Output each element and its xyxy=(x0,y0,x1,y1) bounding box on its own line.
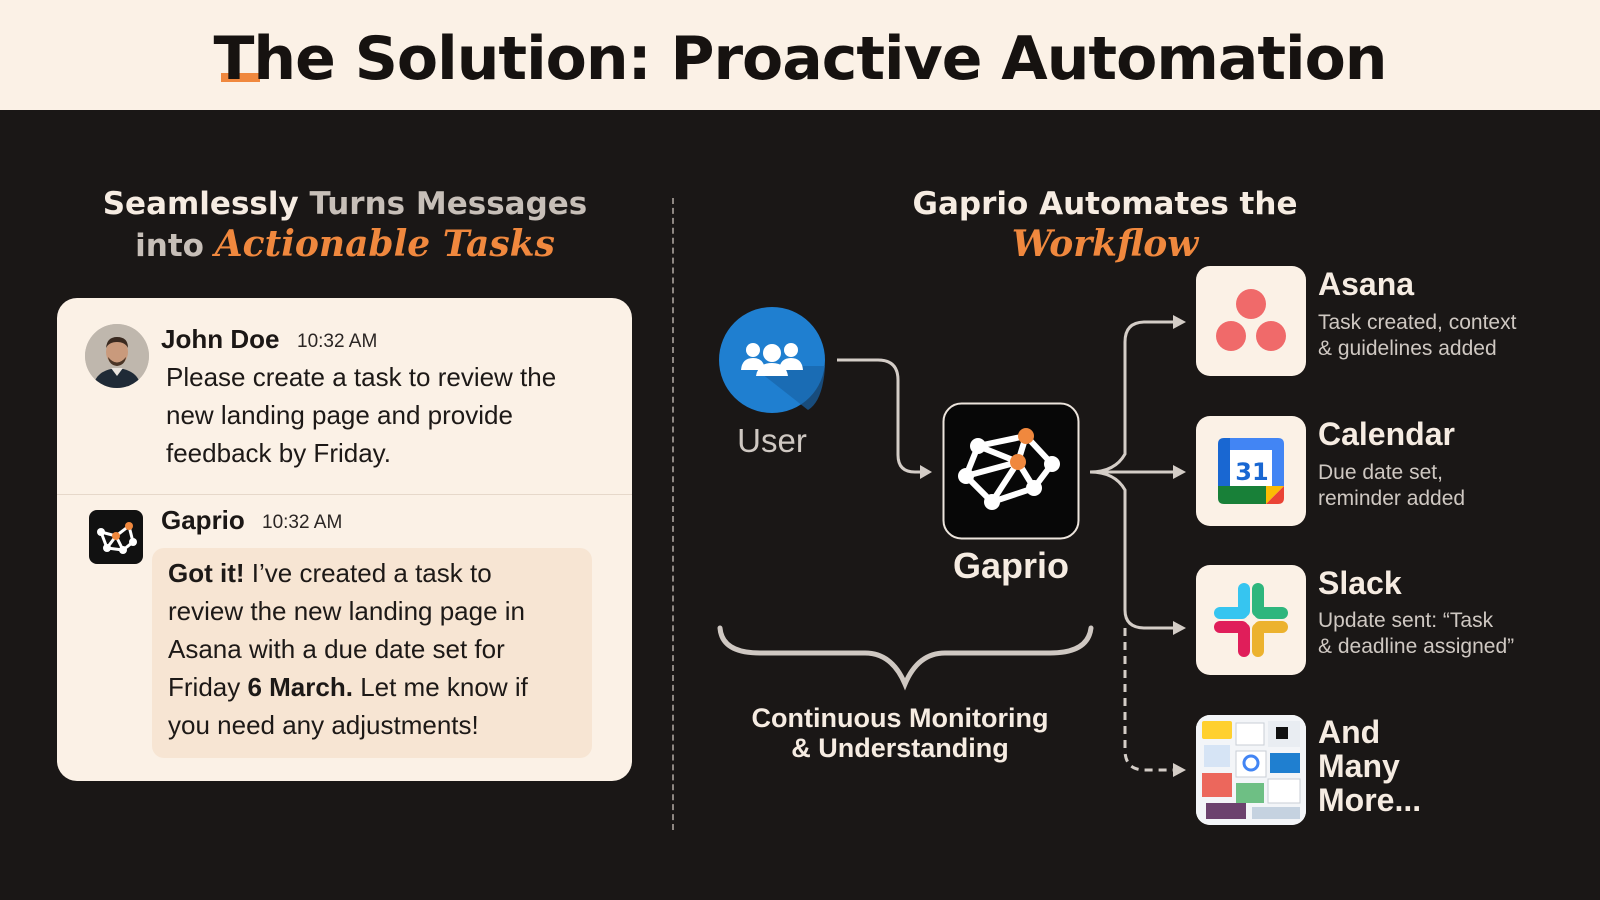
message-2-body: Got it! I’ve created a task to review th… xyxy=(168,554,588,744)
right-title-script: Workflow xyxy=(1011,223,1199,265)
asana-icon xyxy=(1216,289,1286,351)
slack-tile xyxy=(1196,565,1306,675)
more-apps-line: And xyxy=(1318,714,1381,750)
more-apps-tile xyxy=(1196,715,1306,825)
person-avatar-icon xyxy=(85,324,149,388)
gaprio-hub-icon xyxy=(942,402,1080,540)
calendar-desc-line: Due date set, xyxy=(1318,461,1443,484)
reply-bold-lead: Got it! xyxy=(168,558,245,588)
message-1-line: Please create a task to review the xyxy=(166,362,557,392)
more-apps-line: More... xyxy=(1318,782,1422,818)
calendar-tile: 31 xyxy=(1196,416,1306,526)
title-accent-bar xyxy=(221,73,260,82)
calendar-description: Due date set, reminder added xyxy=(1318,460,1465,512)
user-group-icon xyxy=(719,307,825,413)
reply-line-1: I’ve created a task to xyxy=(244,558,492,588)
page-title: The Solution: Proactive Automation xyxy=(213,24,1387,94)
right-panel-title: Gaprio Automates the Workflow xyxy=(820,184,1390,266)
reply-line-4-post: Let me know if xyxy=(352,672,528,702)
google-calendar-icon: 31 xyxy=(1218,438,1284,504)
reply-line-4-pre: Friday xyxy=(168,672,248,702)
left-title-muted-2: into xyxy=(135,228,204,264)
calendar-name: Calendar xyxy=(1318,416,1455,452)
left-title-script: Actionable Tasks xyxy=(214,223,555,265)
asana-name: Asana xyxy=(1318,266,1415,302)
calendar-desc-line: reminder added xyxy=(1318,487,1466,510)
message-1-line: feedback by Friday. xyxy=(166,438,391,468)
message-divider xyxy=(57,494,632,495)
left-title-muted-1: Turns Messages xyxy=(309,186,588,222)
header-banner: The Solution: Proactive Automation xyxy=(0,0,1600,110)
apps-collage-icon xyxy=(1196,715,1306,825)
reply-line-2: review the new landing page in xyxy=(168,596,526,626)
slack-name: Slack xyxy=(1318,565,1402,601)
reply-line-5: you need any adjustments! xyxy=(168,710,479,740)
slack-icon xyxy=(1214,583,1288,657)
user-label: User xyxy=(737,422,807,459)
message-1-sender: John Doe xyxy=(161,324,280,354)
slack-desc-line: Update sent: “Task xyxy=(1318,609,1494,632)
monitoring-label-line: Continuous Monitoring xyxy=(751,703,1049,733)
gaprio-avatar xyxy=(89,510,143,564)
hub-label: Gaprio xyxy=(952,545,1069,586)
chat-card: John Doe 10:32 AM Please create a task t… xyxy=(57,298,632,781)
left-panel-title: Seamlessly Turns Messages into Actionabl… xyxy=(60,184,630,266)
message-2-time: 10:32 AM xyxy=(262,512,343,533)
reply-due-date: 6 March. xyxy=(247,672,353,702)
left-title-bold: Seamlessly xyxy=(102,186,299,222)
reply-line-3: Asana with a due date set for xyxy=(168,634,505,664)
monitoring-label: Continuous Monitoring & Understanding xyxy=(730,703,1070,763)
curly-brace xyxy=(717,625,1094,691)
slack-desc-line: & deadline assigned” xyxy=(1318,635,1515,658)
message-2-sender: Gaprio xyxy=(161,505,245,535)
slack-description: Update sent: “Task & deadline assigned” xyxy=(1318,608,1514,660)
message-1-line: new landing page and provide xyxy=(166,400,513,430)
panel-divider xyxy=(672,198,674,830)
asana-tile xyxy=(1196,266,1306,376)
more-apps-name: And Many More... xyxy=(1318,715,1421,817)
john-doe-avatar xyxy=(85,324,149,388)
gaprio-logo-icon xyxy=(97,522,137,554)
asana-description: Task created, context & guidelines added xyxy=(1318,310,1516,362)
message-1-body: Please create a task to review the new l… xyxy=(166,358,556,472)
asana-desc-line: & guidelines added xyxy=(1318,337,1497,360)
message-1-time: 10:32 AM xyxy=(297,331,378,352)
asana-desc-line: Task created, context xyxy=(1318,311,1517,334)
calendar-date-badge: 31 xyxy=(1235,458,1268,486)
reply-bubble xyxy=(152,548,592,758)
monitoring-label-line: & Understanding xyxy=(791,733,1009,763)
more-apps-line: Many xyxy=(1318,748,1400,784)
right-title-plain: Gaprio Automates the xyxy=(912,186,1298,222)
